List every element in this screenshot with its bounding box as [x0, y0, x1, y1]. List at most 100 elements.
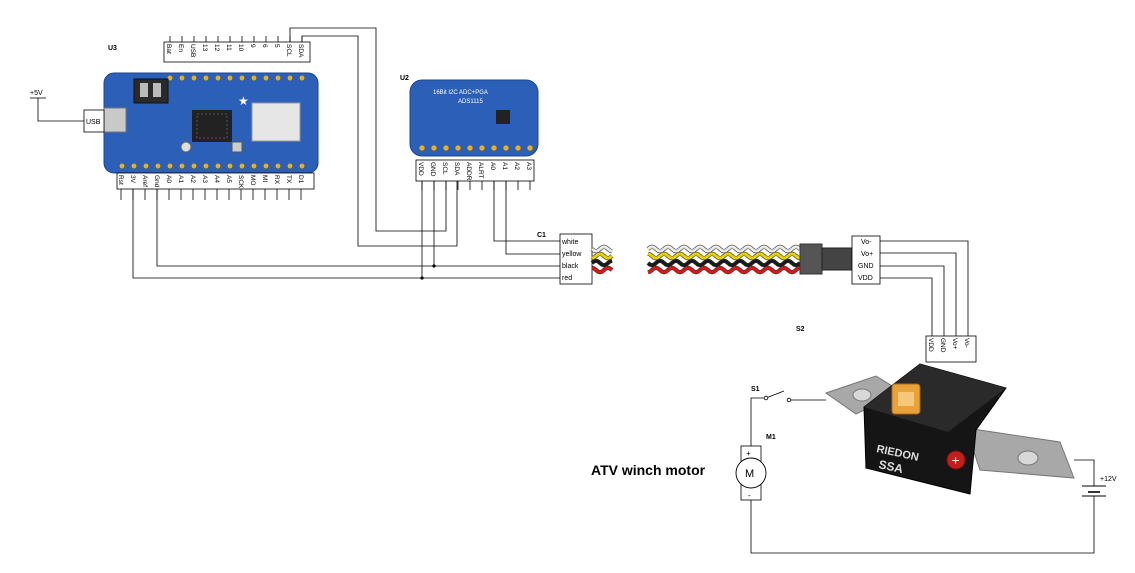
- sensor-body-top: [864, 364, 1006, 432]
- c1-wire-yellow-label: yellow: [562, 251, 582, 258]
- u3-top-pin-label: USB: [189, 44, 196, 57]
- pad: [287, 163, 293, 169]
- s2-pin-vdd: VDD: [858, 275, 873, 282]
- cable-wire: [647, 259, 801, 267]
- c1-connector-box: [559, 233, 593, 285]
- c1-twisted-cable: [646, 244, 802, 275]
- u3-top-header: [163, 41, 311, 63]
- wire-gnd-black: [156, 189, 560, 267]
- pad: [490, 144, 498, 152]
- c1-ref-label: C1: [537, 232, 546, 239]
- cable-wire: [591, 252, 613, 260]
- u3-battery-connector: [133, 78, 169, 104]
- pad: [478, 144, 486, 152]
- m1-motor-letter: M: [745, 468, 754, 480]
- m1-motor-symbol: [735, 457, 767, 489]
- wire-s2-vo-plus: [880, 252, 957, 336]
- m1-ref-label: M1: [766, 434, 776, 441]
- signal-wiring: [120, 27, 560, 279]
- pad: [251, 75, 257, 81]
- s2-cable-plug-housing: [821, 247, 853, 271]
- u3-bottom-pin-label: Gnd: [153, 175, 160, 188]
- u2-adc-chip: [496, 110, 510, 124]
- pad: [155, 163, 161, 169]
- junction-dot: [432, 264, 436, 268]
- s2-pin-vo-minus: Vo-: [861, 239, 872, 246]
- sensor-bolt-hole-left: [852, 388, 872, 402]
- u3-bottom-pin-label: Aref: [141, 175, 148, 187]
- pad: [191, 163, 197, 169]
- u3-bottom-pads: [119, 163, 305, 169]
- u3-bottom-pin-label: A3: [201, 175, 208, 183]
- pad: [203, 75, 209, 81]
- u3-top-pin-label: 13: [201, 44, 208, 52]
- u2-pin-label: ALRT: [477, 162, 484, 179]
- u2-pin-label: SDA: [453, 162, 460, 176]
- wire-scl: [289, 27, 447, 232]
- pad: [442, 144, 450, 152]
- s2-pin-vo-plus: Vo+: [861, 251, 873, 258]
- u3-usb-label: USB: [86, 119, 101, 126]
- u3-bottom-pin-label: A0: [165, 175, 172, 183]
- pad: [179, 75, 185, 81]
- u2-pin-header: [415, 159, 535, 182]
- u3-top-pin-label: 12: [213, 44, 220, 52]
- sensor-plug-face: [898, 392, 914, 406]
- wire-s2-vo-minus: [880, 240, 969, 336]
- cable-wire: [591, 259, 613, 267]
- u2-pin-label: A1: [501, 162, 508, 170]
- u2-pin-label: A3: [525, 162, 532, 170]
- u3-bottom-pin-label: Rst: [117, 175, 124, 185]
- pad: [263, 75, 269, 81]
- u3-top-pads: [167, 75, 305, 81]
- u2-board-body: [409, 79, 539, 157]
- pad: [143, 163, 149, 169]
- u3-top-pin-label: 5: [273, 44, 280, 48]
- battery-voltage-label: +12V: [1100, 476, 1117, 483]
- junction-dot: [420, 276, 424, 280]
- u3-top-pin-label: SDA: [297, 44, 304, 58]
- s2-ref-label: S2: [796, 326, 805, 333]
- u3-radio-module: [251, 102, 301, 142]
- pad: [191, 75, 197, 81]
- pad: [502, 144, 510, 152]
- s2-sensor-pin-label: Vo-: [963, 338, 970, 348]
- u3-top-pin-label: En: [177, 44, 184, 52]
- pad: [287, 75, 293, 81]
- u3-battery-pin: [140, 83, 148, 97]
- cable-wire: [647, 266, 801, 274]
- pad: [239, 75, 245, 81]
- s2-sensor-pin-label: GND: [939, 338, 946, 353]
- sensor-busbar-right: [965, 427, 1075, 479]
- u3-top-pin-label: 9: [249, 44, 256, 48]
- c1-wire-white-label: white: [561, 239, 578, 246]
- pad: [430, 144, 438, 152]
- c1-wire-red-label: red: [562, 275, 572, 282]
- supply-5v-label: +5V: [30, 90, 43, 97]
- sensor-red-cap: [946, 450, 966, 470]
- u3-bottom-pin-label: TX: [285, 175, 292, 184]
- wire-battery-return: [750, 500, 1095, 554]
- supply-5v-wire: [37, 98, 84, 122]
- pad: [119, 163, 125, 169]
- wire-a0-white: [493, 181, 560, 242]
- s2-pin-gnd: GND: [858, 263, 874, 270]
- pad: [514, 144, 522, 152]
- u3-top-pin-label: SCL: [285, 44, 292, 57]
- u2-pads: [418, 144, 534, 152]
- u3-battery-pin: [153, 83, 161, 97]
- m1-plus-sign: +: [746, 449, 751, 458]
- u3-bottom-pin-label: D1: [297, 175, 304, 184]
- u3-bottom-pin-label: MO: [249, 175, 256, 185]
- u2-pin-label: GND: [429, 162, 436, 177]
- c1-wire-black-label: black: [562, 263, 579, 270]
- u3-bottom-pin-label: SCK: [237, 175, 244, 189]
- sensor-bolt-hole-right: [1017, 450, 1039, 466]
- s2-sensor-pin-label: Vo+: [951, 338, 958, 350]
- u3-bottom-pin-label: RX: [273, 175, 280, 185]
- u3-bottom-pin-label: A1: [177, 175, 184, 183]
- u3-bottom-pin-label: A4: [213, 175, 220, 183]
